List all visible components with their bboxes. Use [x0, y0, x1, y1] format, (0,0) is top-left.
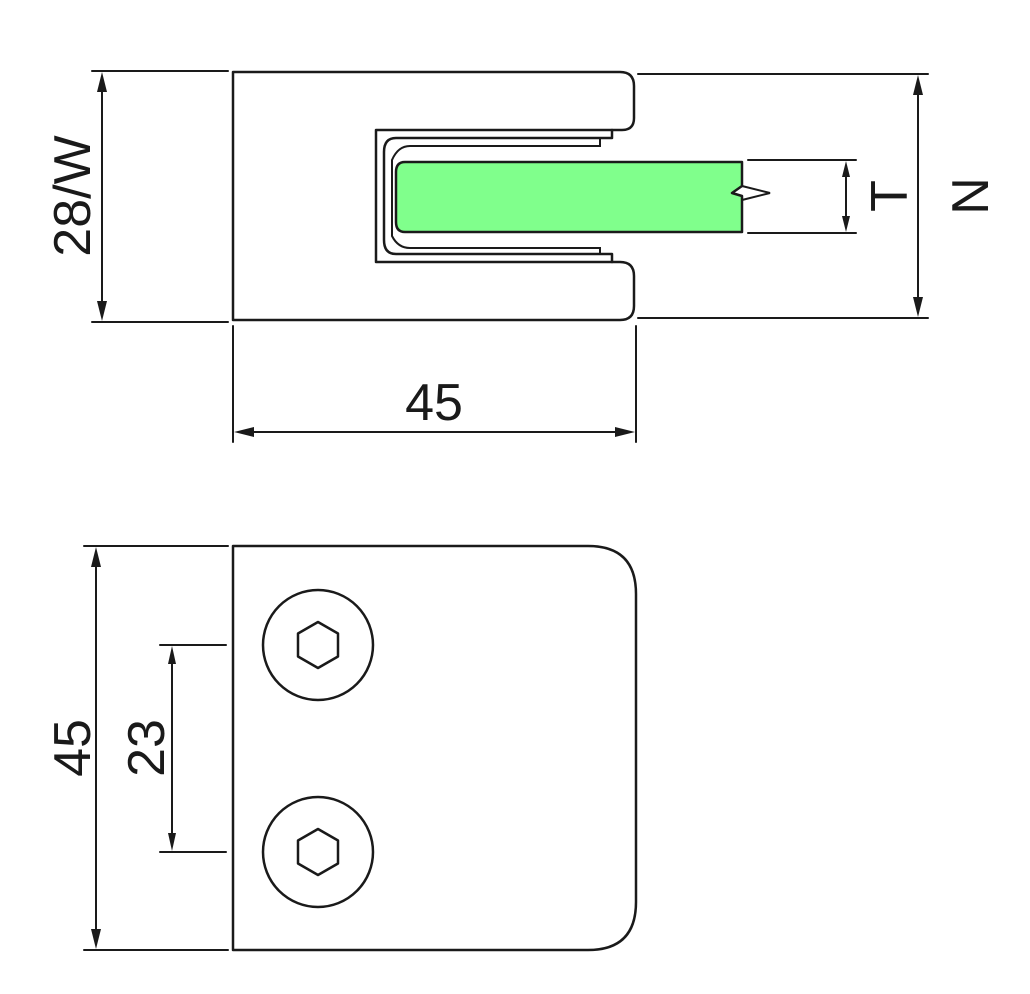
gasket-outline [382, 128, 614, 264]
gasket-inner [391, 137, 601, 255]
height-label: N [942, 177, 1000, 215]
length-bottom-arrow-bottom [91, 929, 101, 949]
lower-hex-socket-icon [296, 827, 340, 877]
hole-spacing-label: 23 [118, 719, 176, 777]
spacing-arrow-bottom [168, 833, 176, 851]
front-view: 45 23 [44, 544, 638, 952]
height-arrow-top [913, 75, 923, 95]
length-label-bottom: 45 [44, 719, 102, 777]
thickness-arrow-bottom [842, 216, 850, 232]
length-bottom-arrow-top [91, 547, 101, 567]
glass-pane [394, 160, 744, 234]
width-label: 28/W [44, 135, 102, 256]
clamp-body-outline [231, 70, 636, 322]
thickness-arrow-top [842, 161, 850, 177]
length-top-arrow-left [234, 427, 254, 437]
thickness-label: T [861, 180, 919, 212]
clamp-plate-outline [231, 544, 638, 952]
length-top-arrow-right [615, 427, 635, 437]
glass-break-mark [741, 185, 771, 201]
spacing-arrow-top [168, 646, 176, 664]
upper-screw-head [261, 588, 375, 702]
width-arrow-top [97, 72, 107, 92]
lower-screw-head [261, 795, 375, 909]
length-label-top: 45 [405, 374, 463, 432]
side-section-view: 28/W N T 45 [44, 70, 1000, 443]
upper-hex-socket-icon [296, 620, 340, 670]
width-arrow-bottom [97, 301, 107, 321]
height-arrow-bottom [913, 297, 923, 317]
